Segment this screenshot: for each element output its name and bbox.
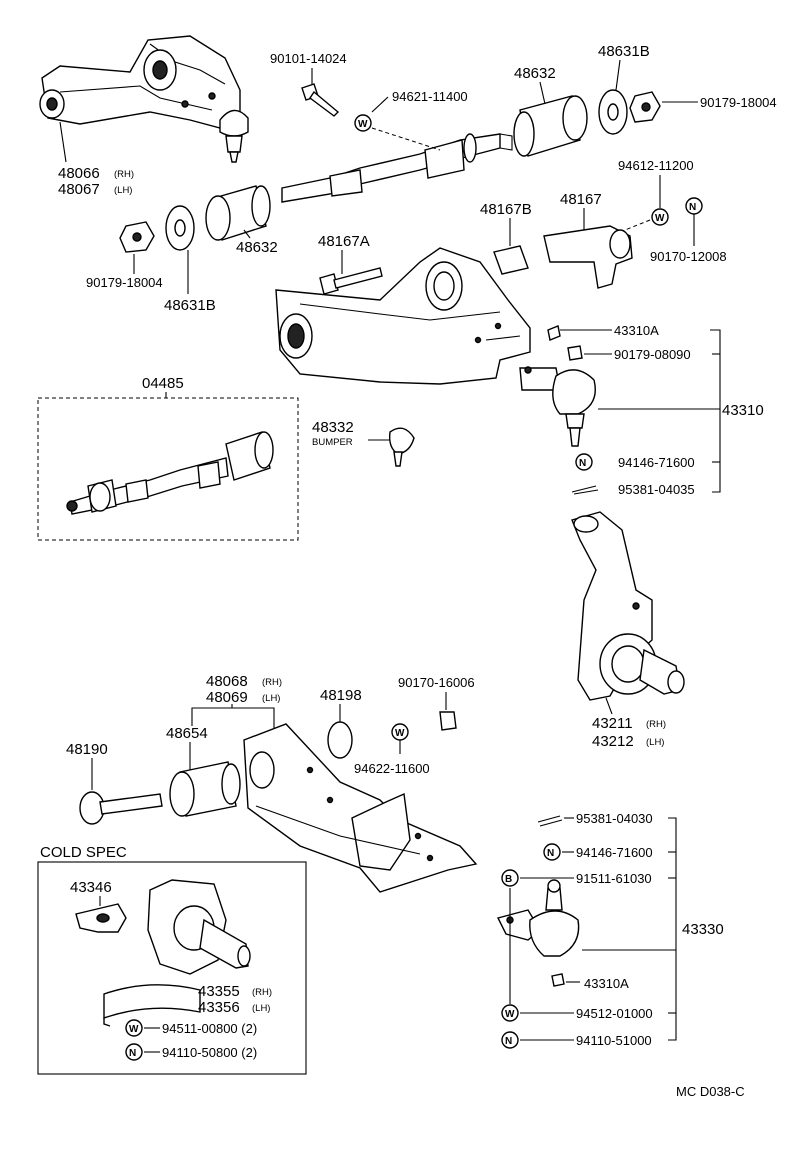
washer-symbol: W bbox=[129, 1024, 139, 1035]
label-part-48198: 48198 bbox=[320, 687, 362, 704]
label-knuckle-rh-side: (RH) bbox=[646, 719, 666, 730]
bolt-symbol: B bbox=[505, 874, 512, 885]
washer-symbol: W bbox=[505, 1009, 515, 1020]
label-bushing-48632-top: 48632 bbox=[514, 65, 556, 82]
nut-symbol: N bbox=[505, 1036, 512, 1047]
label-upper-arm-lh-side: (LH) bbox=[114, 185, 132, 196]
upper-ball-joint-illustration bbox=[519, 366, 596, 447]
label-nut-94110-50800: 94110-50800 (2) bbox=[162, 1045, 257, 1060]
label-upper-arm-rh: 48066 bbox=[58, 165, 100, 182]
label-lower-arm-48068: 48068 bbox=[206, 673, 248, 690]
upper-arm-shaft-illustration bbox=[281, 133, 513, 203]
part-48167-illustration bbox=[543, 225, 633, 289]
label-cover-rh-side: (RH) bbox=[252, 987, 272, 998]
label-washer-94621-11400: 94621-11400 bbox=[392, 89, 468, 104]
label-knuckle-43212: 43212 bbox=[592, 733, 634, 750]
label-lower-arm-rh-side: (RH) bbox=[262, 677, 282, 688]
label-upper-arm-rh-side: (RH) bbox=[114, 169, 134, 180]
bushing-48654-illustration bbox=[169, 761, 241, 817]
lower-ball-joint-illustration bbox=[496, 879, 580, 957]
steering-knuckle-illustration bbox=[571, 511, 685, 701]
label-pin-95381-04035: 95381-04035 bbox=[618, 482, 695, 497]
label-nut-94110-51000: 94110-51000 bbox=[576, 1033, 652, 1048]
label-nut-94146-71600-lower: 94146-71600 bbox=[576, 845, 653, 860]
upper-control-arm-illustration bbox=[39, 35, 249, 163]
bushing-48632-top-illustration bbox=[513, 95, 588, 157]
nut-symbol: N bbox=[129, 1048, 136, 1059]
label-nut-43310a-top: 43310A bbox=[614, 323, 659, 338]
bolt-90101-14024-illustration bbox=[301, 83, 340, 117]
nut-symbol: N bbox=[689, 202, 696, 213]
washer-symbol: W bbox=[655, 213, 665, 224]
label-washer-94512-01000: 94512-01000 bbox=[576, 1006, 653, 1021]
label-bumper-48332: 48332 bbox=[312, 419, 354, 436]
label-cover-lh-side: (LH) bbox=[252, 1003, 270, 1014]
label-lower-arm-48069: 48069 bbox=[206, 689, 248, 706]
label-washer-94622-11600: 94622-11600 bbox=[354, 761, 430, 776]
label-nut-90179-18004-left: 90179-18004 bbox=[86, 275, 163, 290]
label-retainer-48631b-left: 48631B bbox=[164, 297, 216, 314]
label-bushing-48632-left: 48632 bbox=[236, 239, 278, 256]
label-part-48167b: 48167B bbox=[480, 201, 532, 218]
label-lower-arm-lh-side: (LH) bbox=[262, 693, 280, 704]
upper-arm-large-illustration bbox=[275, 247, 531, 385]
label-part-48167: 48167 bbox=[560, 191, 602, 208]
label-bolt-48190: 48190 bbox=[66, 741, 108, 758]
label-nut-90179-18004-top: 90179-18004 bbox=[700, 95, 777, 110]
label-cover-43356: 43356 bbox=[198, 999, 240, 1016]
label-cover-43355: 43355 bbox=[198, 983, 240, 1000]
label-nut-90170-12008: 90170-12008 bbox=[650, 249, 727, 264]
footer-code: MC D038-C bbox=[676, 1084, 745, 1099]
label-upper-ball-joint-43310: 43310 bbox=[722, 402, 764, 419]
label-nut-43310a-lower: 43310A bbox=[584, 976, 629, 991]
label-bolt-91511-61030: 91511-61030 bbox=[576, 871, 652, 886]
cold-spec-cover-illustration bbox=[103, 984, 201, 1027]
label-bushing-48654: 48654 bbox=[166, 725, 208, 742]
label-nut-90170-16006: 90170-16006 bbox=[398, 675, 475, 690]
label-bolt-48167a: 48167A bbox=[318, 233, 370, 250]
label-washer-94511-00800: 94511-00800 (2) bbox=[162, 1021, 257, 1036]
label-upper-arm-lh: 48067 bbox=[58, 181, 100, 198]
label-cold-spec: COLD SPEC bbox=[40, 844, 127, 861]
label-knuckle-lh-side: (LH) bbox=[646, 737, 664, 748]
label-washer-94612-11200: 94612-11200 bbox=[618, 158, 694, 173]
label-nut-94146-71600-top: 94146-71600 bbox=[618, 455, 695, 470]
label-bolt-90101-14024: 90101-14024 bbox=[270, 51, 347, 66]
label-pin-95381-04030: 95381-04030 bbox=[576, 811, 653, 826]
nut-symbol: N bbox=[547, 848, 554, 859]
label-lower-ball-joint-43330: 43330 bbox=[682, 921, 724, 938]
washer-symbol: W bbox=[395, 728, 405, 739]
label-retainer-48631b-top: 48631B bbox=[598, 43, 650, 60]
washer-symbol: W bbox=[358, 119, 368, 130]
nut-symbol: N bbox=[579, 458, 586, 469]
shaft-kit-illustration bbox=[66, 431, 274, 515]
bolt-48190-illustration bbox=[79, 791, 163, 825]
label-shaft-kit-04485: 04485 bbox=[142, 375, 184, 392]
bushing-48632-left-illustration bbox=[205, 185, 271, 241]
lower-control-arm-illustration bbox=[243, 723, 478, 893]
label-knuckle-43211: 43211 bbox=[592, 715, 633, 732]
label-part-43346: 43346 bbox=[70, 879, 112, 896]
cold-spec-knuckle-illustration bbox=[147, 879, 251, 975]
label-nut-90179-08090: 90179-08090 bbox=[614, 347, 691, 362]
label-bumper-word: BUMPER bbox=[312, 437, 353, 448]
